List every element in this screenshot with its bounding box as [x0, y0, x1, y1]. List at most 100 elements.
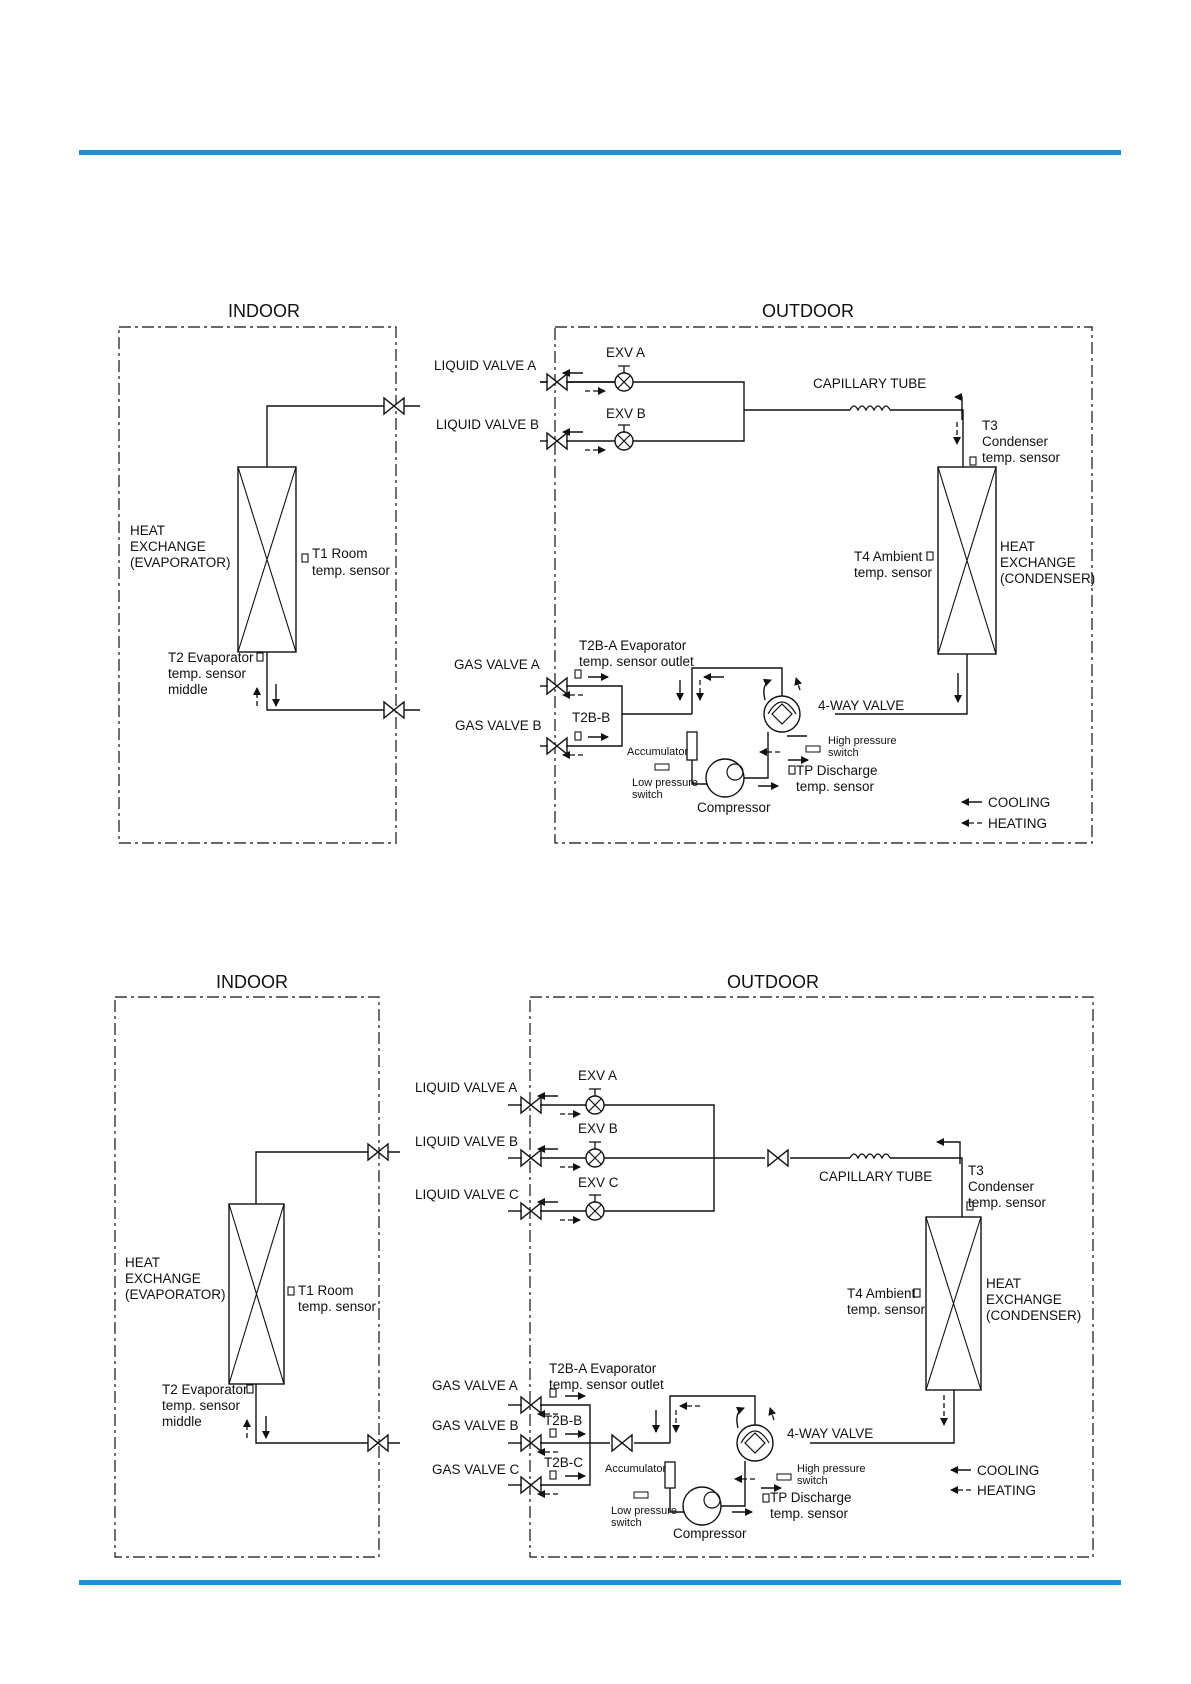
tp-sensor-icon [788, 765, 796, 775]
condenser-label-2: HEAT EXCHANGE (CONDENSER) [986, 1276, 1081, 1323]
t1-sensor-icon-2 [287, 1286, 295, 1296]
t2-label-2: T2 Evaporator temp. sensor middle [162, 1382, 251, 1429]
t2b-c-label-2: T2B-C [544, 1455, 583, 1470]
gas-valve-a-label: GAS VALVE A [454, 657, 540, 672]
gas-valve-b [546, 737, 568, 755]
gas-valve-a-label-2: GAS VALVE A [432, 1378, 518, 1393]
exv-b [614, 424, 634, 451]
liquid-line-valve-2 [767, 1149, 789, 1167]
compressor-icon-2 [682, 1486, 722, 1526]
t1-sensor-icon [301, 553, 309, 563]
exv-c-2 [585, 1194, 605, 1221]
t2-label: T2 Evaporator temp. sensor middle [168, 650, 257, 697]
exv-b-2 [585, 1141, 605, 1168]
indoor-title: INDOOR [228, 301, 300, 321]
exv-b-label: EXV B [606, 406, 646, 421]
gas-line-valve-2 [611, 1434, 633, 1452]
t3-label-2: T3 Condenser temp. sensor [968, 1163, 1047, 1210]
t1-label-2: T1 Room temp. sensor [298, 1283, 377, 1314]
gas-valve-b-label: GAS VALVE B [455, 718, 542, 733]
high-pressure-switch-icon [805, 745, 821, 753]
diagram-1: INDOOR OUTDOOR HEAT EXCHANGE (EVAPORATOR… [118, 301, 1095, 844]
t3-sensor-icon [969, 456, 977, 466]
legend-heating-2: HEATING [977, 1483, 1036, 1498]
capillary-tube-label-2: CAPILLARY TUBE [819, 1169, 932, 1184]
gas-valve-c-2 [520, 1476, 542, 1494]
accumulator-label: Accumulator [627, 746, 688, 758]
t2b-a-label: T2B-A Evaporator temp. sensor outlet [579, 638, 694, 669]
condenser-coil-2 [925, 1216, 982, 1391]
gas-valve-a [546, 677, 568, 695]
tp-label: TP Discharge temp. sensor [796, 763, 881, 794]
liquid-valve-c-label-2: LIQUID VALVE C [415, 1187, 519, 1202]
legend-heating: HEATING [988, 816, 1047, 831]
accumulator-icon [686, 731, 698, 761]
indoor-liquid-valve-2 [367, 1143, 389, 1161]
compressor-label: Compressor [697, 800, 771, 815]
t2b-a-label-2: T2B-A Evaporator temp. sensor outlet [549, 1361, 664, 1392]
t4-sensor-icon [926, 551, 934, 561]
capillary-tube-coil-2 [849, 1153, 891, 1160]
evaporator-label: HEAT EXCHANGE (EVAPORATOR) [130, 523, 231, 570]
gas-valve-b-2 [520, 1434, 542, 1452]
t2b-b-label-2: T2B-B [544, 1413, 582, 1428]
condenser-coil [937, 466, 997, 655]
low-pressure-label: Low pressure switch [632, 777, 701, 801]
low-pressure-switch-icon-2 [633, 1491, 649, 1499]
exv-a-label-2: EXV A [578, 1068, 617, 1083]
outdoor-title: OUTDOOR [762, 301, 854, 321]
liquid-valve-c-2 [520, 1202, 542, 1220]
capillary-tube-label: CAPILLARY TUBE [813, 376, 926, 391]
gas-valve-c-label-2: GAS VALVE C [432, 1462, 520, 1477]
accumulator-label-2: Accumulator [605, 1463, 666, 1475]
t2b-b-sensor-icon [574, 731, 582, 741]
liquid-valve-b-label: LIQUID VALVE B [436, 417, 539, 432]
t4-label: T4 Ambient temp. sensor [854, 549, 933, 580]
indoor-box [118, 326, 397, 844]
indoor-box-2 [114, 996, 380, 1558]
high-pressure-label-2: High pressure switch [797, 1463, 869, 1487]
outdoor-title-2: OUTDOOR [727, 972, 819, 992]
bottom-rule [79, 1580, 1121, 1585]
liquid-valve-b-label-2: LIQUID VALVE B [415, 1134, 518, 1149]
four-way-valve-label-2: 4-WAY VALVE [787, 1426, 873, 1441]
outdoor-box [554, 326, 1093, 844]
diagram-2: INDOOR OUTDOOR HEAT EXCHANGE (EVAPORATOR… [114, 972, 1094, 1558]
exv-a [614, 365, 634, 392]
liquid-valve-a-2 [520, 1096, 542, 1114]
accumulator-icon-2 [664, 1461, 676, 1489]
t2b-a-sensor-icon [574, 669, 582, 679]
compressor-label-2: Compressor [673, 1526, 747, 1541]
exv-b-label-2: EXV B [578, 1121, 618, 1136]
high-pressure-label: High pressure switch [828, 735, 900, 759]
liquid-valve-a-label-2: LIQUID VALVE A [415, 1080, 517, 1095]
t4-label-2: T4 Ambient temp. sensor [847, 1286, 926, 1317]
t2b-c-sensor-icon-2 [549, 1470, 557, 1480]
exv-a-label: EXV A [606, 345, 645, 360]
capillary-tube-coil [849, 405, 891, 412]
t2b-b-sensor-icon-2 [549, 1428, 557, 1438]
t3-label: T3 Condenser temp. sensor [982, 418, 1061, 465]
low-pressure-label-2: Low pressure switch [611, 1505, 680, 1529]
tp-sensor-icon-2 [762, 1493, 770, 1503]
gas-valve-a-2 [520, 1396, 542, 1414]
four-way-valve-label: 4-WAY VALVE [818, 698, 904, 713]
condenser-label: HEAT EXCHANGE (CONDENSER) [1000, 539, 1095, 586]
t2b-b-label: T2B-B [572, 710, 610, 725]
indoor-gas-valve-2 [367, 1434, 389, 1452]
legend-cooling-2: COOLING [977, 1463, 1039, 1478]
four-way-valve [763, 695, 801, 733]
compressor-icon [705, 758, 745, 798]
exv-a-2 [585, 1088, 605, 1115]
liquid-valve-a [546, 373, 568, 391]
outdoor-box-2 [529, 996, 1094, 1558]
legend-cooling: COOLING [988, 795, 1050, 810]
indoor-title-2: INDOOR [216, 972, 288, 992]
liquid-valve-a-label: LIQUID VALVE A [434, 358, 536, 373]
evaporator-label-2: HEAT EXCHANGE (EVAPORATOR) [125, 1255, 226, 1302]
t1-label: T1 Room temp. sensor [312, 546, 391, 578]
tp-label-2: TP Discharge temp. sensor [770, 1490, 855, 1521]
gas-valve-b-label-2: GAS VALVE B [432, 1418, 519, 1433]
low-pressure-switch-icon [654, 763, 670, 771]
